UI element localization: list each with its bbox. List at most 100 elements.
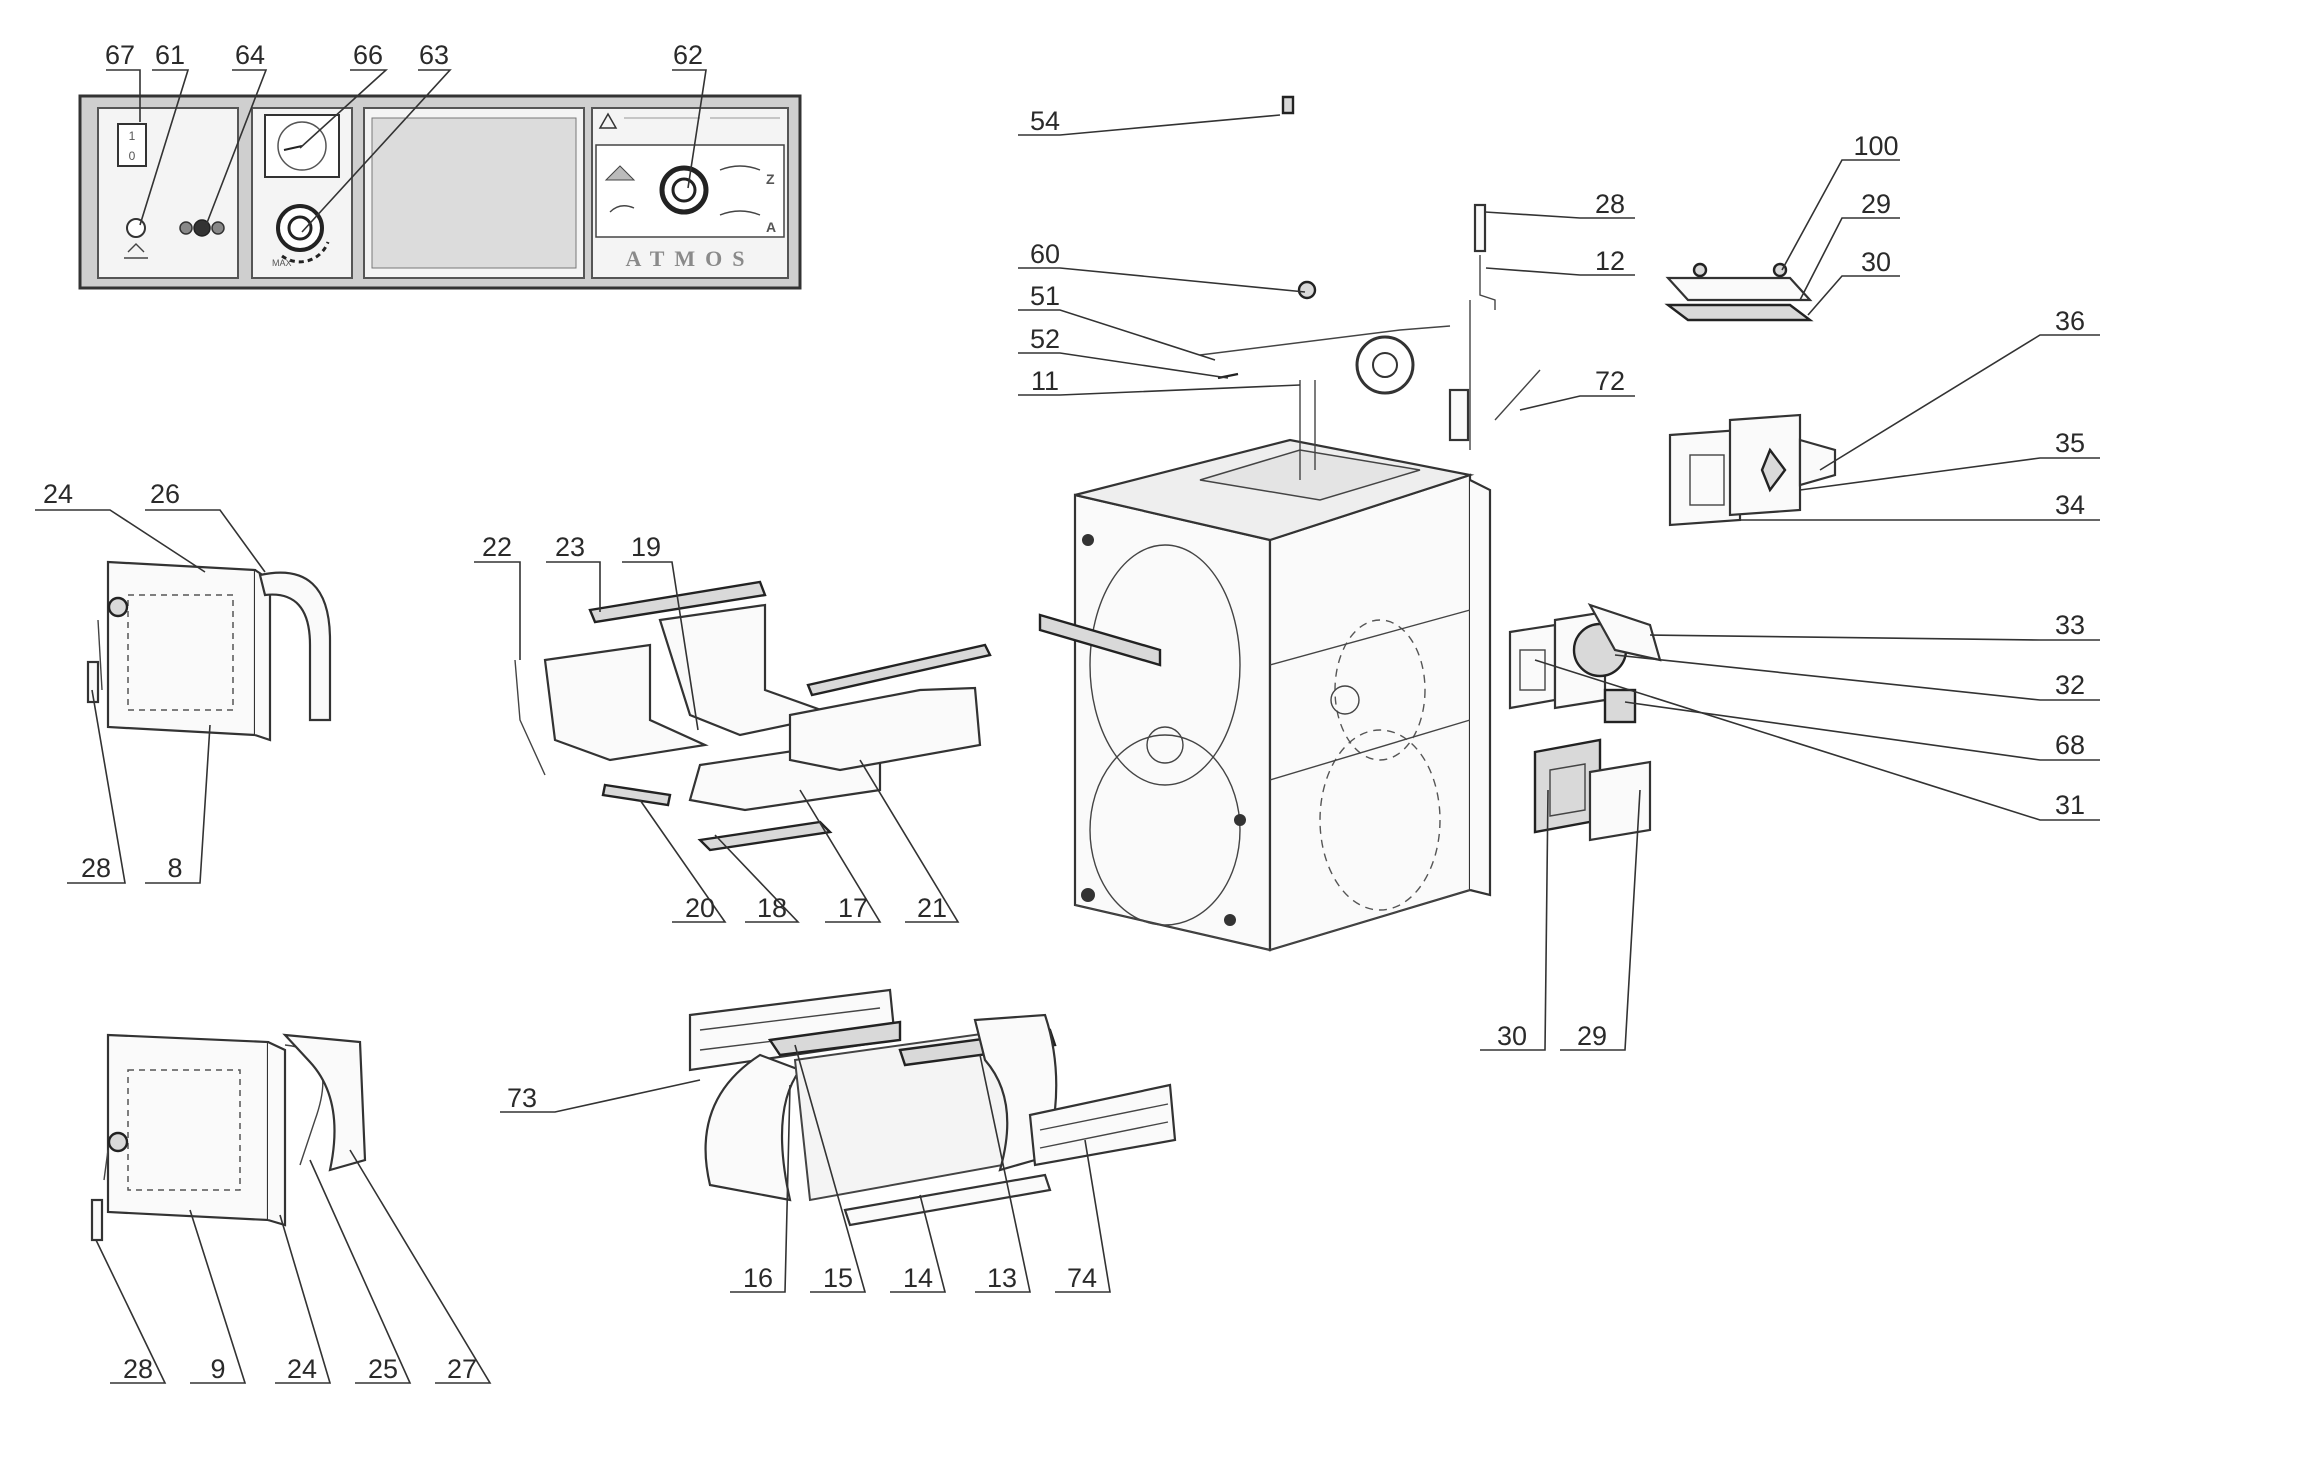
part-21-baffle-icon bbox=[788, 686, 982, 772]
part-26-insulation-icon bbox=[258, 571, 332, 722]
part-74-grate-icon bbox=[1028, 1083, 1177, 1167]
part-60-icon bbox=[1297, 280, 1317, 300]
display-window bbox=[371, 117, 577, 269]
callout-16: 16 bbox=[743, 1263, 773, 1293]
firebrick-assembly bbox=[688, 988, 1177, 1227]
leader-lines bbox=[35, 69, 2100, 1384]
part-19-baffle-left-icon bbox=[543, 643, 709, 762]
upper-door-opening bbox=[1089, 544, 1241, 786]
callout-9: 9 bbox=[210, 1354, 225, 1384]
switch-on-label: 1 bbox=[129, 129, 136, 143]
boiler-side-face bbox=[1268, 473, 1472, 952]
main-switch[interactable] bbox=[117, 123, 147, 167]
part-51-icon bbox=[1199, 325, 1451, 356]
callout-23: 23 bbox=[555, 532, 585, 562]
callout-21: 21 bbox=[917, 893, 947, 923]
lower-door-opening bbox=[1089, 734, 1241, 926]
part-20-bar-icon bbox=[601, 783, 672, 807]
callout-62: 62 bbox=[673, 40, 703, 70]
safety-thermostat-button[interactable] bbox=[126, 218, 146, 238]
callout-19: 19 bbox=[631, 532, 661, 562]
part-9-lower-door-icon bbox=[106, 1033, 270, 1222]
switch-off-label: 0 bbox=[129, 149, 136, 163]
callout-28-top: 28 bbox=[1595, 189, 1625, 219]
callout-74: 74 bbox=[1067, 1263, 1097, 1293]
callout-24-upper: 24 bbox=[43, 479, 73, 509]
callout-51: 51 bbox=[1030, 281, 1060, 311]
gauge-needle-icon bbox=[283, 145, 303, 151]
callout-60: 60 bbox=[1030, 239, 1060, 269]
part-30-gasket-icon bbox=[1664, 303, 1814, 322]
indicator-lamp-right bbox=[211, 221, 225, 235]
callout-29-bottom: 29 bbox=[1577, 1021, 1607, 1051]
callout-18: 18 bbox=[757, 893, 787, 923]
stoking-symbol-icon bbox=[719, 165, 761, 171]
callout-54: 54 bbox=[1030, 106, 1060, 136]
callout-31: 31 bbox=[2055, 790, 2085, 820]
callout-26: 26 bbox=[150, 479, 180, 509]
callout-labels: 67 61 64 66 63 62 54 60 51 52 11 28 12 7… bbox=[43, 40, 2085, 1384]
part-54-icon bbox=[1281, 95, 1295, 115]
callout-24-lower: 24 bbox=[287, 1354, 317, 1384]
boiler-front-face bbox=[1073, 493, 1272, 952]
callout-27: 27 bbox=[447, 1354, 477, 1384]
callout-12: 12 bbox=[1595, 246, 1625, 276]
callout-33: 33 bbox=[2055, 610, 2085, 640]
callout-22: 22 bbox=[482, 532, 512, 562]
cover-plate-assembly bbox=[1664, 262, 1814, 322]
fan-symbol-icon bbox=[609, 205, 635, 213]
callout-8: 8 bbox=[167, 853, 182, 883]
part-31-flange-icon bbox=[1508, 623, 1557, 710]
indicator-lamp-left bbox=[179, 221, 193, 235]
callout-52: 52 bbox=[1030, 324, 1060, 354]
part-28-pin-icon bbox=[1473, 203, 1487, 253]
part-22-rod-icon bbox=[514, 659, 546, 776]
part-36-fan-icon bbox=[1760, 447, 1787, 493]
callout-73: 73 bbox=[507, 1083, 537, 1113]
part-27-insulation-icon bbox=[282, 1033, 367, 1172]
callout-11: 11 bbox=[1031, 366, 1059, 396]
baffle-assembly bbox=[514, 580, 992, 852]
callout-35: 35 bbox=[2055, 428, 2085, 458]
part-18-bar-icon bbox=[697, 820, 833, 852]
callout-28-upper-door: 28 bbox=[81, 853, 111, 883]
part-28-lower-hinge-pin-icon bbox=[90, 1198, 104, 1242]
knob-max-label: MAX bbox=[272, 258, 292, 268]
part-16-brick-icon bbox=[704, 1053, 802, 1202]
heating-symbol-icon bbox=[719, 210, 761, 216]
callout-63: 63 bbox=[419, 40, 449, 70]
callout-30-bottom: 30 bbox=[1497, 1021, 1527, 1051]
part-68-capacitor-icon bbox=[1603, 688, 1637, 724]
callout-72: 72 bbox=[1595, 366, 1625, 396]
brand-logo: ATMOS bbox=[625, 246, 754, 271]
callout-34: 34 bbox=[2055, 490, 2085, 520]
callout-28-lower-door: 28 bbox=[123, 1354, 153, 1384]
callout-66: 66 bbox=[353, 40, 383, 70]
callout-30-top: 30 bbox=[1861, 247, 1891, 277]
part-100-plate-icon bbox=[1665, 276, 1813, 302]
boiler-body bbox=[1038, 438, 1492, 952]
callout-25: 25 bbox=[368, 1354, 398, 1384]
callout-17: 17 bbox=[838, 893, 868, 923]
callout-68: 68 bbox=[2055, 730, 2085, 760]
lower-door-assembly bbox=[90, 1033, 367, 1242]
part-28-hinge-pin-icon bbox=[86, 660, 100, 704]
part-15-bar-icon bbox=[767, 1020, 902, 1057]
callout-15: 15 bbox=[823, 1263, 853, 1293]
callout-13: 13 bbox=[987, 1263, 1017, 1293]
thermometer-symbol-icon bbox=[124, 243, 148, 259]
warning-triangle-icon bbox=[598, 112, 618, 129]
part-72-sensor-icon bbox=[1448, 388, 1470, 442]
callout-36: 36 bbox=[2055, 306, 2085, 336]
control-panel: 1 0 MAX Z A ATMOS bbox=[78, 94, 802, 290]
callout-100: 100 bbox=[1853, 131, 1898, 161]
callout-20: 20 bbox=[685, 893, 715, 923]
callout-14: 14 bbox=[903, 1263, 933, 1293]
callout-29-top: 29 bbox=[1861, 189, 1891, 219]
mode-a-label: A bbox=[766, 219, 776, 235]
callout-67: 67 bbox=[105, 40, 135, 70]
part-12-icon bbox=[1479, 255, 1496, 310]
part-29-cover-icon bbox=[1588, 760, 1652, 842]
cleaning-cover-assembly bbox=[1533, 738, 1652, 842]
